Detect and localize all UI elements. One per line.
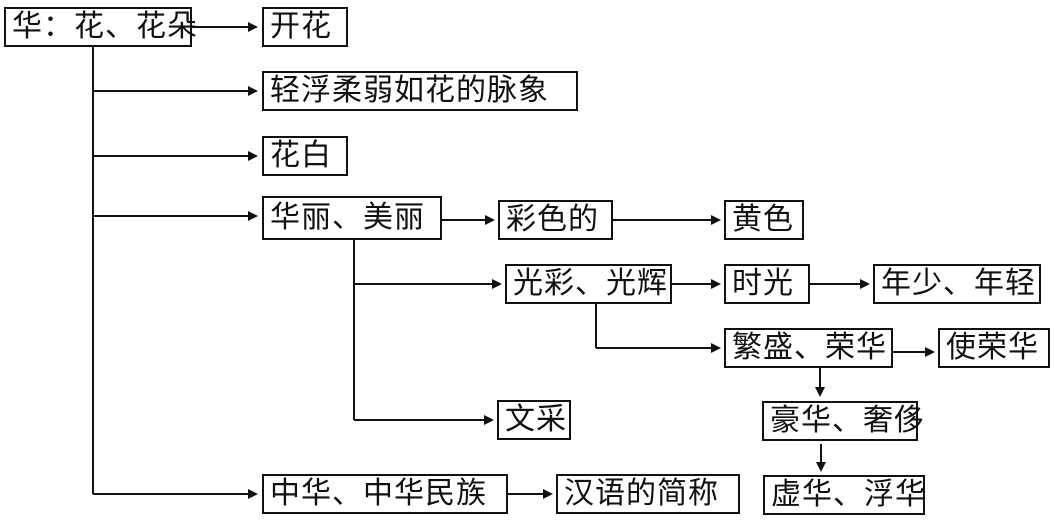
- node-make-flourish: 使荣华: [938, 328, 1050, 368]
- node-literary-talent: 文采: [497, 400, 571, 440]
- node-bloom: 开花: [262, 7, 348, 47]
- root-node: 华：花、花朵: [4, 7, 197, 47]
- node-beautiful: 华丽、美丽: [262, 196, 442, 240]
- node-superficial: 虚华、浮华: [763, 475, 925, 515]
- node-yellow: 黄色: [724, 200, 804, 240]
- node-china: 中华、中华民族: [262, 474, 508, 514]
- node-youth: 年少、年轻: [873, 264, 1041, 304]
- node-luxury: 豪华、奢侈: [762, 401, 924, 441]
- node-chinese-abbrev: 汉语的简称: [556, 474, 740, 514]
- node-colorful: 彩色的: [498, 200, 613, 240]
- node-radiance: 光彩、光辉: [505, 264, 672, 304]
- node-pulse: 轻浮柔弱如花的脉象: [262, 71, 578, 111]
- node-grey-hair: 花白: [262, 136, 348, 176]
- node-time: 时光: [724, 264, 810, 304]
- node-flourishing: 繁盛、荣华: [724, 328, 893, 368]
